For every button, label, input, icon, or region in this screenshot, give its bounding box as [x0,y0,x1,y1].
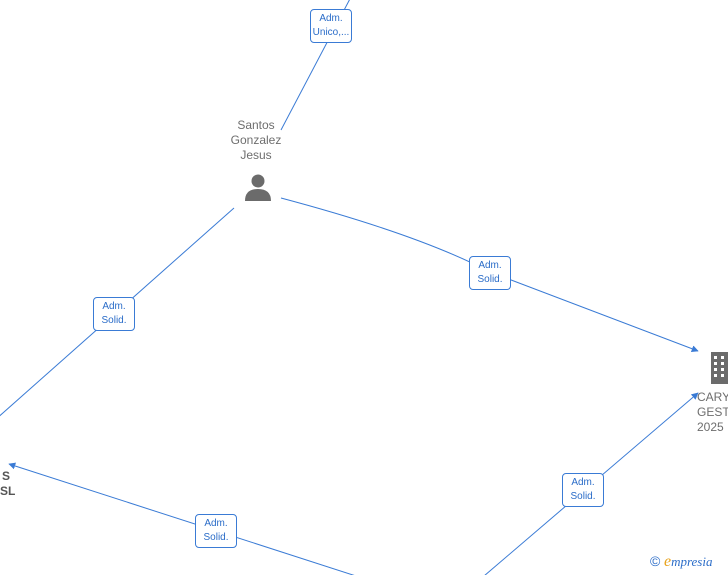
person-name-line2: Gonzalez [230,133,282,147]
edge-bottom-to-left-company [8,462,355,575]
role-badge[interactable]: Adm. Solid. [469,256,511,290]
role-badge-line2: Solid. [477,274,503,285]
copyright-icon: © [650,553,661,569]
person-icon[interactable] [243,172,273,202]
company-name-line3: 2025 [697,420,724,434]
brand-name: mpresia [671,554,713,569]
role-badge[interactable]: Adm. Solid. [562,473,604,507]
role-badge-line2: Solid. [570,491,596,502]
person-name-line1: Santos [237,118,275,132]
company-name-line2: GEST [697,405,728,419]
brand-initial: e [663,553,672,570]
company-node-label[interactable]: CARYS GEST 2025 [697,390,728,435]
role-badge-line1: Adm. [204,518,228,529]
brand-logo[interactable]: © empresia [650,553,712,571]
person-name-line3: Jesus [240,148,272,162]
role-badge-line1: Adm. [319,13,343,24]
role-badge-line2: Unico,... [312,27,350,38]
role-badge-line1: Adm. [571,477,595,488]
role-badge-line1: Adm. [478,260,502,271]
left-company-node-label[interactable]: S SL [0,469,16,499]
person-node-label[interactable]: Santos Gonzalez Jesus [216,118,296,163]
role-badge-line1: Adm. [102,301,126,312]
building-icon[interactable] [709,350,728,384]
role-badge[interactable]: Adm. Unico,... [310,9,352,43]
role-badge-line2: Solid. [203,532,229,543]
company-name-line1: CARYS [697,390,728,404]
role-badge[interactable]: Adm. Solid. [195,514,237,548]
left-company-name-line2: SL [0,484,16,498]
left-company-name-line1: S [1,469,10,483]
role-badge-line2: Solid. [101,315,127,326]
role-badge[interactable]: Adm. Solid. [93,297,135,331]
